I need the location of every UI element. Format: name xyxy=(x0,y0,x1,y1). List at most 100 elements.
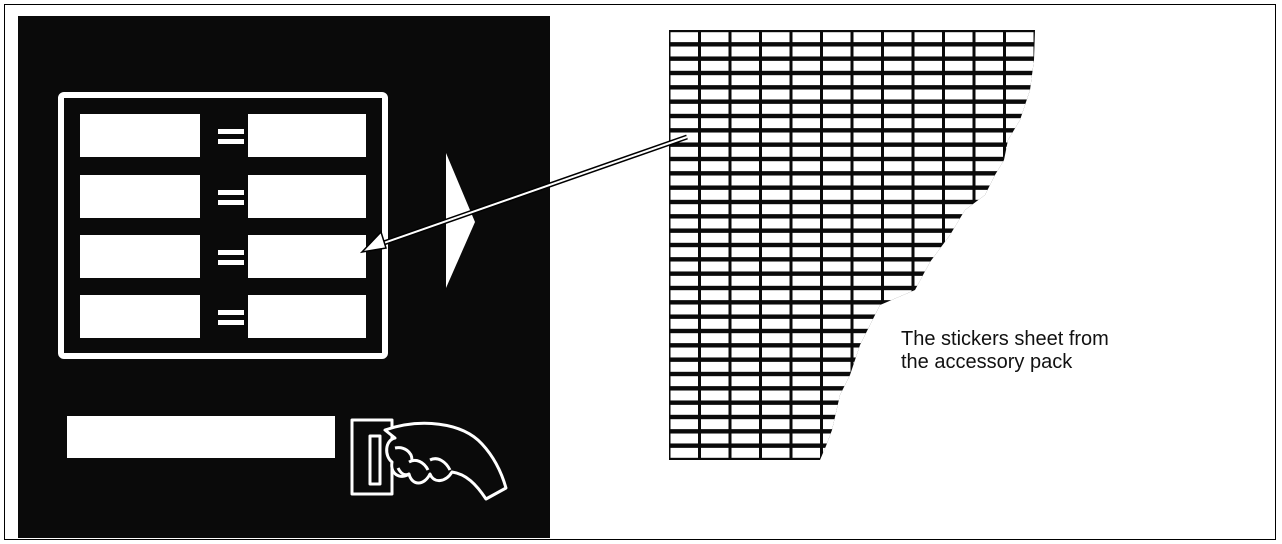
device-panel xyxy=(18,16,550,538)
sticker-sheet-caption: The stickers sheet from the accessory pa… xyxy=(901,328,1109,373)
sticker-cell xyxy=(945,132,973,143)
sticker-cell xyxy=(884,103,912,114)
sticker-cell xyxy=(823,261,851,272)
sticker-sheet xyxy=(669,30,1035,460)
sticker-cell xyxy=(823,175,851,186)
sticker-cell xyxy=(670,433,698,444)
sticker-cell xyxy=(731,447,759,458)
sticker-cell xyxy=(731,204,759,215)
sticker-cell xyxy=(701,347,729,358)
sticker-cell xyxy=(762,404,790,415)
sticker-cell xyxy=(701,275,729,286)
sticker-cell xyxy=(853,161,881,172)
sticker-cell xyxy=(914,232,942,243)
sticker-cell xyxy=(853,376,881,387)
sticker-cell xyxy=(1006,118,1034,129)
sticker-cell xyxy=(762,419,790,430)
sticker-cell xyxy=(975,232,1003,243)
sticker-cell xyxy=(853,32,881,43)
sticker-cell xyxy=(945,261,973,272)
key-row-3 xyxy=(80,235,366,278)
sticker-cell xyxy=(670,32,698,43)
sticker-cell xyxy=(731,232,759,243)
sticker-cell xyxy=(701,103,729,114)
sticker-cell xyxy=(701,361,729,372)
sticker-cell xyxy=(670,175,698,186)
sticker-cell xyxy=(762,75,790,86)
sticker-cell xyxy=(701,32,729,43)
sticker-cell xyxy=(823,218,851,229)
sticker-cell xyxy=(945,175,973,186)
sticker-cell xyxy=(853,60,881,71)
key-frame xyxy=(58,92,388,359)
sticker-cell xyxy=(914,433,942,444)
sticker-cell xyxy=(762,275,790,286)
sticker-cell xyxy=(670,419,698,430)
sticker-cell xyxy=(670,89,698,100)
sticker-cell xyxy=(975,103,1003,114)
sticker-cell xyxy=(792,75,820,86)
sticker-cell xyxy=(762,232,790,243)
sticker-cell xyxy=(762,361,790,372)
sticker-cell xyxy=(792,175,820,186)
sticker-cell xyxy=(701,318,729,329)
sticker-cell xyxy=(762,175,790,186)
sticker-cell xyxy=(792,419,820,430)
sticker-cell xyxy=(914,204,942,215)
sticker-cell xyxy=(853,404,881,415)
sticker-cell xyxy=(945,118,973,129)
sticker-cell xyxy=(853,304,881,315)
sticker-cell xyxy=(762,390,790,401)
sticker-cell xyxy=(945,275,973,286)
key-label-left xyxy=(80,114,200,157)
sticker-cell xyxy=(731,290,759,301)
sticker-cell xyxy=(853,175,881,186)
sticker-cell xyxy=(975,204,1003,215)
sticker-cell xyxy=(945,103,973,114)
sticker-cell xyxy=(701,419,729,430)
card-slot-display xyxy=(67,416,335,458)
sticker-cell xyxy=(823,204,851,215)
sticker-cell xyxy=(914,103,942,114)
sticker-cell xyxy=(823,161,851,172)
sticker-cell xyxy=(853,132,881,143)
sticker-cell xyxy=(792,89,820,100)
sticker-cell xyxy=(853,333,881,344)
sticker-cell xyxy=(701,161,729,172)
sticker-cell xyxy=(792,333,820,344)
sticker-cell xyxy=(792,189,820,200)
sticker-cell xyxy=(823,247,851,258)
sticker-cell xyxy=(731,333,759,344)
sticker-cell xyxy=(762,261,790,272)
sticker-cell xyxy=(792,261,820,272)
sticker-cell xyxy=(1006,419,1034,430)
sticker-cell xyxy=(701,376,729,387)
sticker-cell xyxy=(762,290,790,301)
sticker-cell xyxy=(670,376,698,387)
sticker-cell xyxy=(823,347,851,358)
sticker-cell xyxy=(945,75,973,86)
sticker-cell xyxy=(1006,75,1034,86)
sticker-cell xyxy=(823,404,851,415)
sticker-cell xyxy=(762,46,790,57)
sticker-cell xyxy=(914,290,942,301)
sticker-cell xyxy=(792,204,820,215)
sticker-cell xyxy=(701,204,729,215)
equals-sign-icon xyxy=(218,190,244,195)
sticker-cell xyxy=(762,318,790,329)
sticker-cell xyxy=(945,218,973,229)
sticker-cell xyxy=(884,146,912,157)
sticker-cell xyxy=(792,447,820,458)
sticker-cell xyxy=(762,347,790,358)
sticker-cell xyxy=(914,46,942,57)
sticker-cell xyxy=(792,46,820,57)
sticker-cell xyxy=(914,304,942,315)
sticker-cell xyxy=(731,103,759,114)
sticker-cell xyxy=(914,419,942,430)
sticker-cell xyxy=(884,376,912,387)
sticker-cell xyxy=(1006,46,1034,57)
sticker-cell xyxy=(792,376,820,387)
sticker-cell xyxy=(1006,146,1034,157)
sticker-cell xyxy=(701,60,729,71)
sticker-cell xyxy=(762,333,790,344)
